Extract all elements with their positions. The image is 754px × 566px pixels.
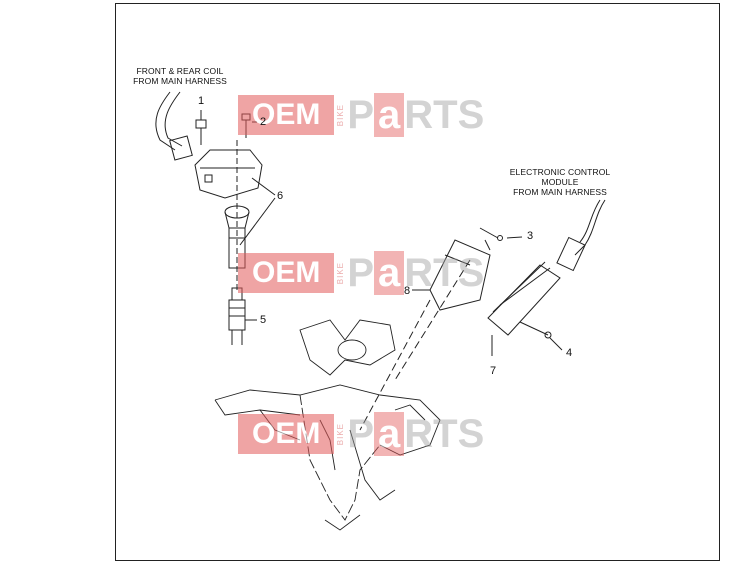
callout-4: 4 xyxy=(566,347,573,359)
ecm-harness-label: ELECTRONIC CONTROL MODULE FROM MAIN HARN… xyxy=(509,167,611,197)
ecm-module-part xyxy=(487,264,561,336)
callout-6: 6 xyxy=(277,190,284,202)
ecm-connector xyxy=(556,236,586,272)
bracket-8-part xyxy=(429,239,491,311)
callout-1: 1 xyxy=(198,95,205,107)
callout-5: 5 xyxy=(260,314,267,326)
ignition-coil-part xyxy=(194,149,263,199)
ecm-harness-wire xyxy=(574,199,606,256)
callout-8: 8 xyxy=(404,285,411,297)
frame-outline-part xyxy=(214,319,441,531)
diagram-frame xyxy=(115,3,720,561)
callout-3: 3 xyxy=(527,230,534,242)
coil-connector xyxy=(169,135,193,161)
coil-harness-label: FRONT & REAR COIL FROM MAIN HARNESS xyxy=(133,66,227,86)
callout-2: 2 xyxy=(260,116,267,128)
spark-plug-part xyxy=(228,287,246,345)
callout-7: 7 xyxy=(490,365,497,377)
bolt-1-part xyxy=(195,119,207,145)
coil-harness-wire xyxy=(155,91,176,151)
